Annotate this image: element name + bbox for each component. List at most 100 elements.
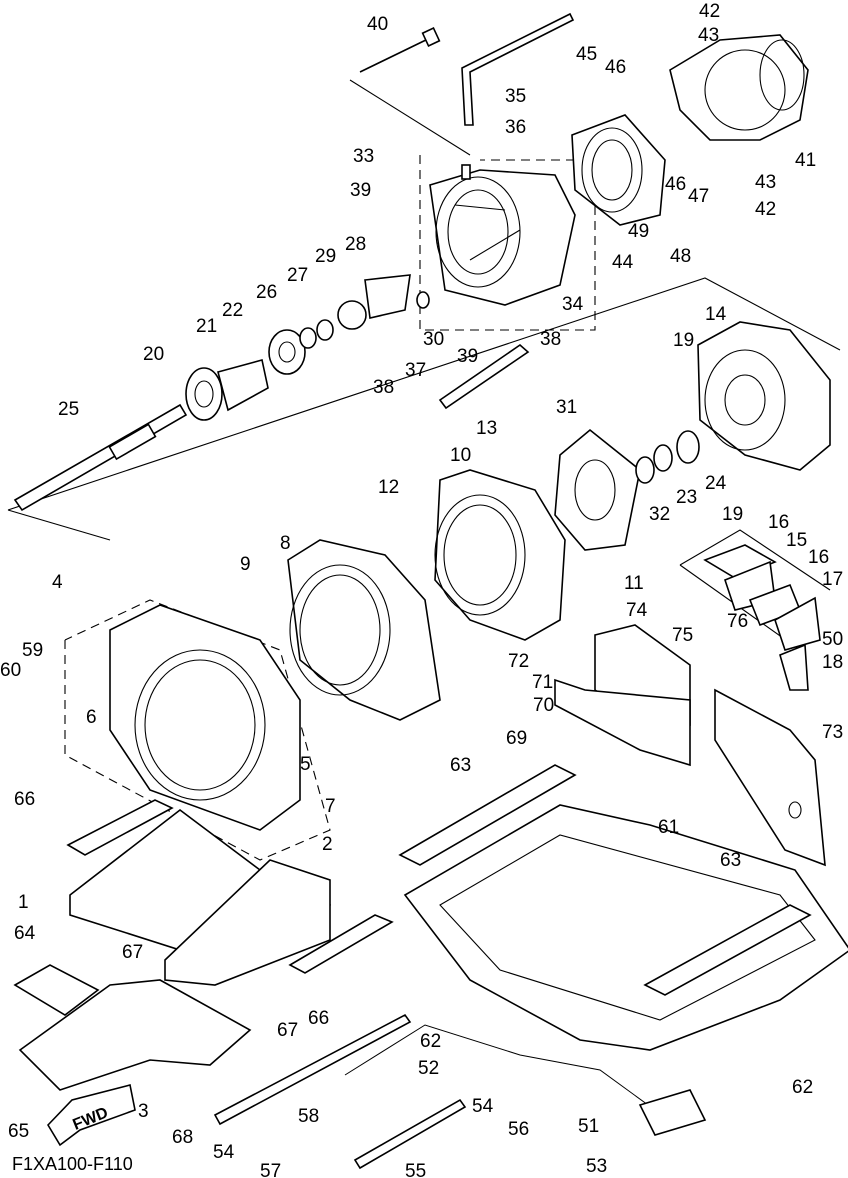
part-63-rail-upper xyxy=(398,764,577,866)
part-label-53: 53 xyxy=(586,1156,607,1177)
part-label-54-2: 54 xyxy=(472,1096,494,1117)
part-label-8: 8 xyxy=(280,533,291,554)
part-label-63: 63 xyxy=(450,755,471,776)
part-label-39: 39 xyxy=(350,180,371,201)
diagram-code: F1XA100-F110 xyxy=(12,1154,133,1174)
part-label-19-2: 19 xyxy=(722,504,743,525)
part-label-32: 32 xyxy=(649,504,670,525)
part-label-55: 55 xyxy=(405,1161,426,1178)
part-3-ride-plate xyxy=(18,979,252,1091)
part-label-29: 29 xyxy=(315,246,336,267)
assembly-outlines xyxy=(7,79,841,861)
part-73-plate xyxy=(714,688,826,867)
part-label-47: 47 xyxy=(688,186,709,207)
part-label-38-2: 38 xyxy=(373,377,394,398)
part-64-plate xyxy=(13,964,100,1016)
part-label-46: 46 xyxy=(605,57,626,78)
part-label-42-2: 42 xyxy=(755,199,776,220)
part-label-21: 21 xyxy=(196,316,217,337)
part-10-pump-case xyxy=(434,469,566,641)
part-66-rail-lower xyxy=(288,914,394,974)
part-label-73: 73 xyxy=(822,722,843,743)
part-label-24: 24 xyxy=(705,473,727,494)
part-label-62: 62 xyxy=(420,1031,441,1052)
part-58-band xyxy=(213,1013,412,1126)
part-label-17: 17 xyxy=(822,569,843,590)
part-label-16: 16 xyxy=(768,512,789,533)
part-66-rail-upper xyxy=(66,799,174,856)
part-label-16-2: 16 xyxy=(808,547,829,568)
part-label-58: 58 xyxy=(298,1106,319,1127)
bearing-stack xyxy=(185,274,430,421)
seal-stack-23-24-32 xyxy=(635,430,700,484)
part-label-18: 18 xyxy=(822,652,843,673)
part-label-2: 2 xyxy=(322,834,333,855)
part-label-44: 44 xyxy=(612,252,634,273)
part-label-74: 74 xyxy=(626,600,648,621)
part-label-37: 37 xyxy=(405,360,426,381)
part-label-43: 43 xyxy=(698,25,719,46)
part-label-68: 68 xyxy=(172,1127,193,1148)
part-label-69: 69 xyxy=(506,728,527,749)
part-label-45: 45 xyxy=(576,44,597,65)
part-label-22: 22 xyxy=(222,300,243,321)
part-label-26: 26 xyxy=(256,282,277,303)
part-51-cable xyxy=(344,1024,707,1136)
part-label-34: 34 xyxy=(562,294,584,315)
part-2-duct-block xyxy=(164,859,331,986)
bracket-assembly xyxy=(703,544,821,691)
part-label-4: 4 xyxy=(52,572,63,593)
part-label-23: 23 xyxy=(676,487,697,508)
part-55-band xyxy=(353,1098,467,1170)
part-63-rail-lower xyxy=(643,904,812,996)
part-label-15: 15 xyxy=(786,530,807,551)
part-61-frame xyxy=(403,804,848,1051)
part-label-64: 64 xyxy=(14,923,36,944)
part-label-52: 52 xyxy=(418,1058,439,1079)
part-label-38: 38 xyxy=(540,329,561,350)
part-label-3: 3 xyxy=(138,1101,149,1122)
part-label-63-2: 63 xyxy=(720,850,741,871)
part-label-46-2: 46 xyxy=(665,174,686,195)
part-label-9: 9 xyxy=(240,554,251,575)
part-label-66: 66 xyxy=(14,789,35,810)
part-label-5: 5 xyxy=(300,754,311,775)
part-label-13: 13 xyxy=(476,418,497,439)
part-label-65: 65 xyxy=(8,1121,29,1142)
part-label-42: 42 xyxy=(699,1,720,22)
part-label-14: 14 xyxy=(705,304,727,325)
part-label-10: 10 xyxy=(450,445,471,466)
part-37-hose xyxy=(438,343,530,410)
part-label-12: 12 xyxy=(378,477,399,498)
part-label-19: 19 xyxy=(673,330,694,351)
part-44-steering-nozzle xyxy=(571,114,666,226)
part-label-7: 7 xyxy=(325,796,336,817)
part-label-43-2: 43 xyxy=(755,172,776,193)
part-label-25: 25 xyxy=(58,399,79,420)
part-label-11: 11 xyxy=(624,573,644,594)
part-label-62-2: 62 xyxy=(792,1077,813,1098)
part-41-reverse-gate xyxy=(669,34,809,141)
part-label-27: 27 xyxy=(287,265,308,286)
part-label-33: 33 xyxy=(353,146,374,167)
part-8-intake-duct xyxy=(287,539,441,721)
part-label-31: 31 xyxy=(556,397,577,418)
fwd-arrow-icon xyxy=(46,1084,136,1147)
part-label-41: 41 xyxy=(795,150,816,171)
part-label-75: 75 xyxy=(672,625,693,646)
part-label-60: 60 xyxy=(0,660,21,681)
part-label-1: 1 xyxy=(18,892,29,913)
part-label-51: 51 xyxy=(578,1116,599,1137)
part-label-49: 49 xyxy=(628,221,649,242)
part-4-adapter-plate xyxy=(109,604,301,831)
part-label-6: 6 xyxy=(86,707,97,728)
part-label-71: 71 xyxy=(532,672,553,693)
part-label-50: 50 xyxy=(822,629,843,650)
part-35-hose xyxy=(461,12,575,126)
part-25-drive-shaft xyxy=(13,403,188,512)
part-label-67-2: 67 xyxy=(277,1020,298,1041)
part-33-nozzle-housing xyxy=(429,164,576,306)
part-69-bracket xyxy=(554,678,691,767)
